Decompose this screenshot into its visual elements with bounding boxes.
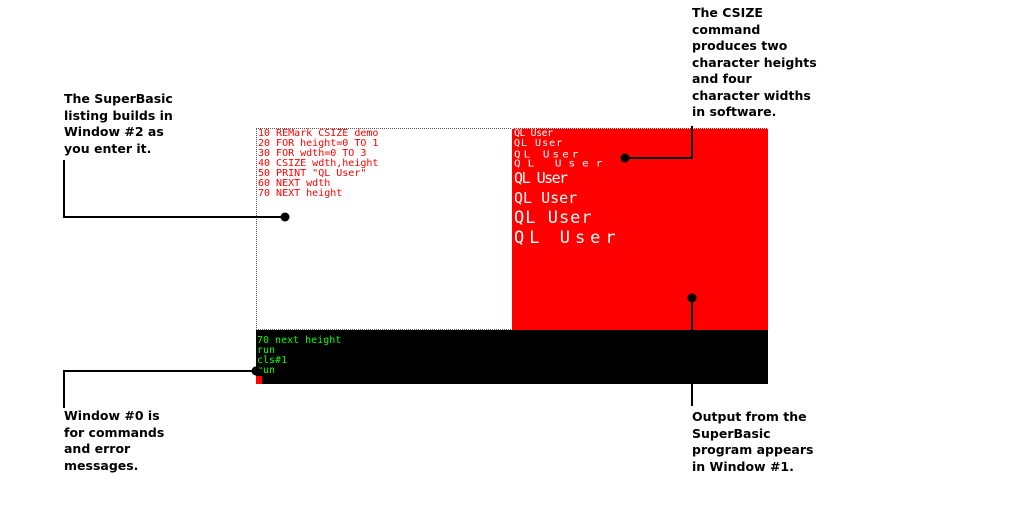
output-line: QL User [514, 128, 553, 139]
callout-csize: The CSIZE command produces two character… [692, 5, 817, 119]
callout-window1: Output from the SuperBasic program appea… [692, 409, 814, 474]
command-line: 70 next height [257, 335, 342, 346]
listing-line: 70 NEXT height [258, 188, 343, 199]
command-line: run [257, 345, 276, 356]
command-line: cls#1 [257, 355, 288, 366]
listing-line: 60 NEXT wdth [258, 178, 331, 189]
callout-window0: Window #0 is for commands and error mess… [64, 408, 165, 473]
listing-line: 10 REMark CSIZE demo [258, 128, 379, 139]
output-line: QL User [514, 169, 568, 187]
ql-screen: 10 REMark CSIZE demo 20 FOR height=0 TO … [256, 128, 768, 384]
window-0-commands[interactable]: 70 next height run cls#1 run [256, 330, 768, 384]
command-line: run [257, 365, 276, 376]
callout-window2: The SuperBasic listing builds in Window … [64, 91, 173, 156]
output-line: QL User [514, 189, 578, 207]
window-1-output: QL User QL User QL User QL User QL User … [512, 128, 768, 331]
listing-line: 20 FOR height=0 TO 1 [258, 138, 379, 149]
window-2-listing: 10 REMark CSIZE demo 20 FOR height=0 TO … [256, 128, 511, 330]
listing-line: 50 PRINT "QL User" [258, 168, 367, 179]
output-line: QL User [514, 228, 621, 248]
output-line: QL User [514, 208, 593, 228]
text-cursor [256, 376, 262, 384]
listing-line: 40 CSIZE wdth,height [258, 158, 379, 169]
output-line: QL User [514, 138, 564, 149]
listing-line: 30 FOR wdth=0 TO 3 [258, 148, 367, 159]
output-line: QL User [514, 157, 610, 170]
output-line: QL User [514, 148, 582, 161]
